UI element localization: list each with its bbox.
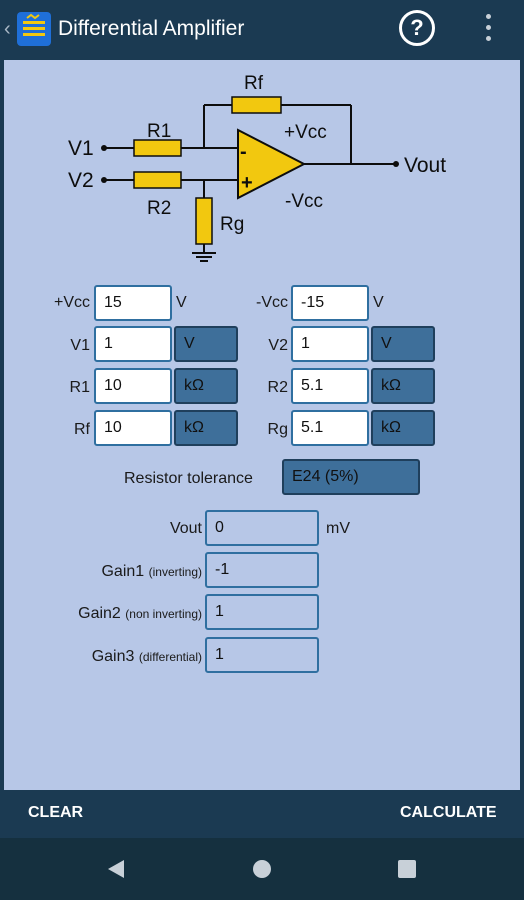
gain2-label: Gain2 (non inverting)	[24, 604, 202, 624]
more-vert-icon[interactable]	[478, 12, 498, 44]
gain2-note: (non inverting)	[125, 607, 202, 621]
nvcc-label: -Vcc	[256, 294, 288, 311]
resistor-rf	[231, 96, 282, 114]
rf-input[interactable]: 10	[94, 410, 172, 446]
pvcc-unit: V	[176, 294, 187, 311]
vout-unit: mV	[326, 520, 350, 537]
label-rg: Rg	[220, 214, 244, 235]
resistor-r2	[133, 171, 182, 189]
action-bar: CLEAR CALCULATE	[0, 790, 524, 838]
help-circle-icon[interactable]: ?	[399, 10, 435, 46]
label-r2: R2	[147, 198, 171, 219]
gain1-label: Gain1 (inverting)	[24, 562, 202, 582]
app-title: Differential Amplifier	[58, 17, 245, 40]
op-amp	[237, 128, 307, 200]
resistor-r1	[133, 139, 182, 157]
chevron-left-icon[interactable]: ‹	[4, 18, 11, 40]
r1-unit-select[interactable]: kΩ	[174, 368, 238, 404]
label-vout: Vout	[404, 154, 446, 177]
gain1-name: Gain1	[101, 563, 145, 580]
label-pvcc: +Vcc	[284, 122, 327, 143]
clear-button[interactable]: CLEAR	[28, 804, 84, 821]
r2-input[interactable]: 5.1	[291, 368, 369, 404]
gain3-label: Gain3 (differential)	[24, 647, 202, 667]
circle-home-icon[interactable]	[252, 859, 272, 879]
label-plus: +	[241, 172, 253, 194]
square-recents-icon[interactable]	[397, 859, 417, 879]
r1-label: R1	[69, 379, 90, 396]
v2-input[interactable]: 1	[291, 326, 369, 362]
rf-label: Rf	[74, 421, 90, 438]
calculate-button[interactable]: CALCULATE	[400, 804, 497, 821]
r2-label: R2	[267, 379, 288, 396]
resistor-rg	[195, 197, 213, 245]
rg-label: Rg	[267, 421, 288, 438]
label-r1: R1	[147, 121, 171, 142]
pvcc-label: +Vcc	[53, 294, 90, 311]
gain3-value: 1	[205, 637, 319, 673]
app-logo-icon[interactable]	[17, 12, 51, 46]
tolerance-select[interactable]: E24 (5%)	[282, 459, 420, 495]
nvcc-input[interactable]: -15	[291, 285, 369, 321]
rf-unit-select[interactable]: kΩ	[174, 410, 238, 446]
pvcc-input[interactable]: 15	[94, 285, 172, 321]
circuit-diagram: Rf R1 R2 Rg V1 V2 Vout +Vcc -Vcc - +	[68, 73, 446, 262]
rg-unit-select[interactable]: kΩ	[371, 410, 435, 446]
r2-unit-select[interactable]: kΩ	[371, 368, 435, 404]
vout-value: 0	[205, 510, 319, 546]
nvcc-unit: V	[373, 294, 384, 311]
tolerance-label: Resistor tolerance	[124, 470, 253, 487]
label-v1: V1	[68, 137, 94, 160]
v2-unit-select[interactable]: V	[371, 326, 435, 362]
gain2-value: 1	[205, 594, 319, 630]
v1-label: V1	[70, 337, 90, 354]
v1-input[interactable]: 1	[94, 326, 172, 362]
label-rf: Rf	[244, 73, 264, 94]
gain1-note: (inverting)	[148, 565, 202, 579]
label-nvcc: -Vcc	[285, 191, 323, 212]
app-bar: ‹ Differential Amplifier ?	[0, 0, 524, 60]
rg-input[interactable]: 5.1	[291, 410, 369, 446]
v2-label: V2	[268, 337, 288, 354]
label-v2: V2	[68, 169, 94, 192]
vout-label: Vout	[169, 520, 202, 537]
v1-unit-select[interactable]: V	[174, 326, 238, 362]
r1-input[interactable]: 10	[94, 368, 172, 404]
gain1-value: -1	[205, 552, 319, 588]
gain3-name: Gain3	[91, 648, 135, 665]
label-minus: -	[240, 141, 247, 163]
content-panel: Rf R1 R2 Rg V1 V2 Vout +Vcc -Vcc - + +Vc…	[4, 60, 520, 790]
system-nav-bar	[0, 838, 524, 900]
gain3-note: (differential)	[138, 650, 202, 664]
gain2-name: Gain2	[78, 605, 121, 622]
triangle-back-icon[interactable]	[106, 858, 126, 880]
